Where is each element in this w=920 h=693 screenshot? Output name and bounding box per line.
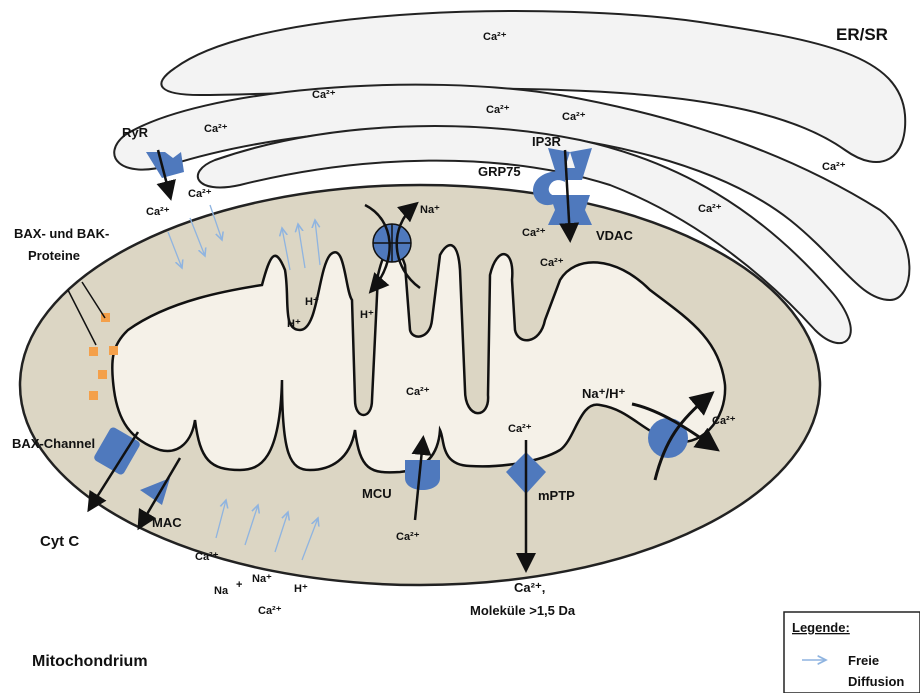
h-ion: H⁺ [294,583,308,595]
bax-protein-3 [109,346,118,355]
ryr-label: RyR [122,125,149,140]
legend-item-line1: Freie [848,653,879,668]
cyt-c-label: Cyt C [40,533,79,550]
ryr-channel [146,150,184,196]
bax-channel-label: BAX-Channel [12,436,95,451]
ca-ion: Ca²⁺ [822,161,846,173]
ca-ion: Ca²⁺ [483,31,507,43]
grp75-label: GRP75 [478,164,521,179]
mcu-label: MCU [362,486,392,501]
h-ion: H⁺ [360,309,374,321]
ca-ion: Ca²⁺ [204,123,228,135]
vdac-label: VDAC [596,228,633,243]
ca-ion: Ca²⁺ [508,423,532,435]
ip3r-label: IP3R [532,134,562,149]
na-ion: Na⁺ [252,573,272,585]
bax-bak-label-line1: BAX- und BAK- [14,226,109,241]
ca-ion: Ca²⁺ [522,227,546,239]
mac-label: MAC [152,515,182,530]
er-sr-label: ER/SR [836,25,888,44]
ca-ion: Ca²⁺ [540,257,564,269]
mitochondrium-label: Mitochondrium [32,653,148,670]
ca-ion: Ca²⁺ [146,206,170,218]
na-ion: Na⁺ [420,204,440,216]
ca-ion: Ca²⁺ [195,551,219,563]
h-ion: H⁺ [287,318,301,330]
ca-ion: Ca²⁺ [258,605,282,617]
mptp-output-line1: Ca²⁺, [514,580,545,595]
ca-ion: Ca²⁺ [562,111,586,123]
ca-ion: Ca²⁺ [712,415,736,427]
na-ion-plain: Na [214,585,229,597]
mptp-output-line2: Moleküle >1,5 Da [470,603,576,618]
ca-ion: Ca²⁺ [312,89,336,101]
bax-bak-label-line2: Proteine [28,248,80,263]
na-ion-plus: + [236,579,242,591]
h-ion: H⁺ [305,296,319,308]
bax-protein-5 [89,391,98,400]
bax-protein-4 [98,370,107,379]
bax-protein-2 [89,347,98,356]
ca-ion: Ca²⁺ [486,104,510,116]
na-h-exchanger-label: Na⁺/H⁺ [582,386,625,401]
legend: Legende: Freie Diffusion [784,612,920,693]
mptp-label: mPTP [538,488,575,503]
ca-ion: Ca²⁺ [396,531,420,543]
ca-ion: Ca²⁺ [406,386,430,398]
ca-ion: Ca²⁺ [188,188,212,200]
legend-title: Legende: [792,620,850,635]
ca-ion: Ca²⁺ [698,203,722,215]
legend-item-line2: Diffusion [848,674,904,689]
